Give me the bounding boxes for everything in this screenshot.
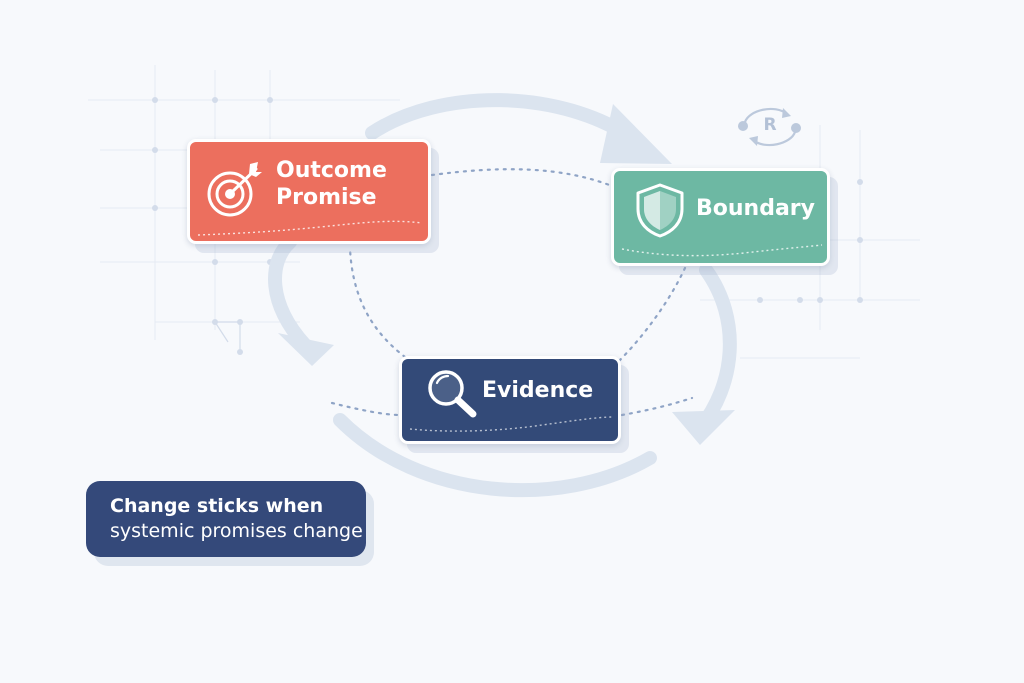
arrowhead-right [672, 410, 735, 445]
outcome-label-line2: Promise [276, 185, 377, 210]
dotted-link-outcome-boundary [430, 168, 614, 188]
takeaway-callout: Change sticks when systemic promises cha… [86, 481, 366, 557]
outcome-label-line1: Outcome [276, 158, 387, 183]
arrowhead-left [278, 333, 334, 366]
arrow-right [693, 263, 737, 435]
target-arrow-icon [207, 162, 262, 217]
outcome-dotted-underline [197, 220, 423, 236]
dotted-link-evidence-outcome [348, 246, 407, 359]
shield-icon [636, 183, 684, 238]
boundary-dotted-underline [621, 244, 823, 257]
dotted-link-left-tail [330, 401, 402, 417]
arrow-top [365, 93, 642, 147]
evidence-card[interactable]: Evidence [399, 356, 621, 444]
magnifier-icon [428, 370, 477, 418]
evidence-label: Evidence [482, 378, 594, 403]
callout-line1: Change sticks when [110, 495, 324, 517]
boundary-card[interactable]: Boundary [611, 168, 830, 266]
cycle-badge-letter: R [763, 115, 777, 135]
cycle-badge: R [735, 102, 805, 152]
boundary-label: Boundary [696, 196, 815, 221]
evidence-dotted-underline [409, 416, 613, 432]
callout-line2: systemic promises change [110, 520, 363, 542]
refresh-cycle-icon [738, 107, 801, 147]
outcome-promise-card[interactable]: Outcome Promise [187, 139, 431, 244]
arrow-left [268, 235, 312, 352]
dotted-link-right-tail [620, 396, 694, 417]
arrow-bottom [333, 413, 657, 498]
arrowhead-top [600, 104, 672, 164]
dotted-link-boundary-evidence [616, 266, 687, 364]
